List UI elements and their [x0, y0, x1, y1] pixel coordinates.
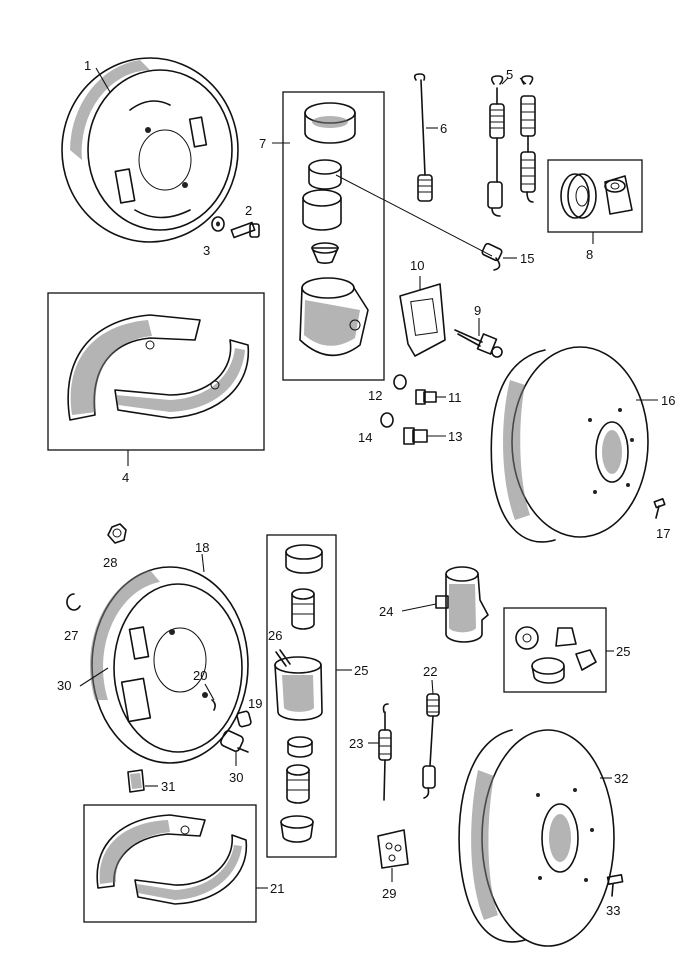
- callout-4: 4: [122, 470, 129, 485]
- block-31: [127, 769, 145, 793]
- callout-30b: 30: [229, 770, 243, 785]
- leader-22: [431, 679, 434, 695]
- callout-14: 14: [358, 430, 372, 445]
- nipple-19: [236, 710, 252, 728]
- bolt-2: [230, 221, 260, 239]
- brake-shoes-rear: [96, 814, 248, 905]
- callout-12: 12: [368, 388, 382, 403]
- callout-22: 22: [423, 664, 437, 679]
- leader-1: [95, 67, 111, 93]
- leader-30a: [79, 667, 109, 687]
- leader-5b: [519, 77, 527, 85]
- brake-drum-front: [490, 346, 649, 543]
- callout-29: 29: [382, 886, 396, 901]
- callout-19: 19: [248, 696, 262, 711]
- backplate-rear: [89, 566, 249, 764]
- screw-33: [606, 874, 624, 897]
- screw-17: [653, 498, 666, 519]
- seal-set-25: [515, 626, 597, 684]
- callout-1: 1: [84, 58, 91, 73]
- leader-kit-15: [335, 174, 493, 257]
- wheel-cylinder-kit-front: [299, 102, 369, 357]
- callout-18: 18: [195, 540, 209, 555]
- callout-28: 28: [103, 555, 117, 570]
- callout-11: 11: [448, 390, 462, 405]
- callout-30a: 30: [57, 678, 71, 693]
- washer-12: [393, 374, 407, 390]
- nut-28: [107, 523, 127, 544]
- seal-kit-8: [560, 173, 633, 219]
- callout-24: 24: [379, 604, 393, 619]
- brake-shoes-front: [67, 314, 250, 421]
- washer-3: [211, 216, 225, 232]
- callout-3: 3: [203, 243, 210, 258]
- leader-18: [201, 553, 205, 573]
- callout-21: 21: [270, 881, 284, 896]
- shoe-set-box-rear: [83, 804, 257, 923]
- seal-kit-box: [547, 159, 643, 233]
- rear-cylinder-kit: [274, 544, 323, 843]
- callout-6: 6: [440, 121, 447, 136]
- callout-31: 31: [161, 779, 175, 794]
- spring-link-6: [413, 73, 433, 202]
- pin-26: [275, 649, 291, 667]
- gasket-29: [377, 829, 409, 869]
- wheel-cylinder-kit-box: [282, 91, 385, 381]
- callout-26: 26: [268, 628, 282, 643]
- callout-20: 20: [193, 668, 207, 683]
- callout-17: 17: [656, 526, 670, 541]
- callout-33: 33: [606, 903, 620, 918]
- spring-22: [422, 693, 440, 799]
- callout-15: 15: [520, 251, 534, 266]
- shoe-set-box-front: [47, 292, 265, 451]
- backplate-front: [61, 57, 239, 243]
- callout-5: 5: [506, 67, 513, 82]
- wheel-cylinder-24: [435, 566, 489, 643]
- callout-25a: 25: [354, 663, 368, 678]
- callout-2: 2: [245, 203, 252, 218]
- callout-32: 32: [614, 771, 628, 786]
- adjuster-30: [220, 730, 249, 753]
- callout-10: 10: [410, 258, 424, 273]
- return-springs-5: [487, 75, 536, 217]
- callout-27: 27: [64, 628, 78, 643]
- leader-5a: [501, 77, 509, 85]
- rear-cylinder-kit-box: [266, 534, 337, 858]
- callout-13: 13: [448, 429, 462, 444]
- callout-25b: 25: [616, 644, 630, 659]
- callout-8: 8: [586, 247, 593, 262]
- gasket-10: [399, 283, 446, 357]
- clip-15: [481, 242, 503, 271]
- callout-7: 7: [259, 136, 266, 151]
- callout-23: 23: [349, 736, 363, 751]
- spring-23: [378, 703, 392, 801]
- seal-set-box-rear: [503, 607, 607, 693]
- spring-20: [211, 699, 216, 711]
- bolt-13: [403, 427, 428, 445]
- bolt-11: [415, 389, 437, 405]
- clip-27: [66, 593, 81, 611]
- bleed-screw-9: [454, 329, 503, 358]
- washer-14: [380, 412, 394, 428]
- leader-24: [401, 603, 437, 612]
- brake-drum-rear: [458, 729, 615, 947]
- callout-16: 16: [661, 393, 675, 408]
- leader-20: [204, 683, 215, 701]
- callout-9: 9: [474, 303, 481, 318]
